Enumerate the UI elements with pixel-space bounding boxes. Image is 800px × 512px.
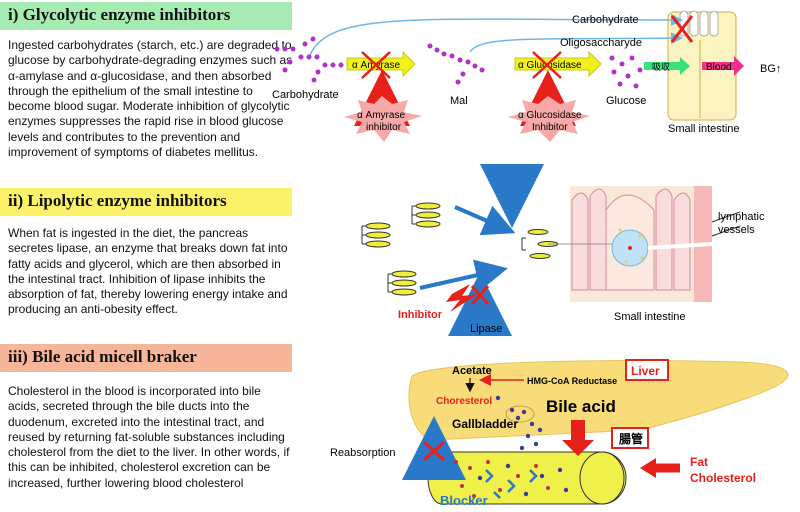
label-maltose: Mal	[450, 95, 468, 107]
block-x-icon	[422, 440, 446, 462]
label-liver: Liver	[631, 364, 660, 378]
label-lipase-bottom: Lipase	[470, 323, 502, 335]
label-acetate: Acetate	[452, 365, 492, 377]
glucosidase-inhibitor-burst: α Glucosidase Inhibitor	[508, 96, 590, 142]
svg-text:Blood: Blood	[706, 62, 732, 73]
amylase-inhibitor-burst: α Amyrase inhibitor	[344, 96, 422, 142]
intestine-particles	[454, 460, 569, 499]
liver-label-box	[625, 359, 669, 381]
label-small-intestine-1: Small intestine	[668, 123, 740, 135]
blood-arrow: Blood	[702, 56, 744, 76]
block-x-icon	[670, 15, 694, 43]
label-gallbladder: Gallbladder	[452, 417, 518, 431]
section-1-title: i) Glycolytic enzyme inhibitors	[0, 2, 292, 30]
fat-molecule-icon	[361, 202, 559, 296]
label-cholesterol-in: Cholesterol	[690, 471, 756, 485]
bile-dots-icon	[495, 395, 543, 451]
amylase-arrow: α Amyrase	[346, 50, 416, 79]
svg-text:α Amyrase: α Amyrase	[357, 110, 405, 121]
lightning-icon	[446, 284, 478, 312]
label-inhibitor: Inhibitor	[398, 309, 443, 321]
section-3-title: iii) Bile acid micell braker	[0, 344, 292, 372]
absorption-arrow: 吸収	[644, 57, 690, 75]
glucosidase-arrow: α Glucosidase	[514, 50, 602, 79]
svg-text:α Glucosidase: α Glucosidase	[518, 110, 582, 121]
label-blocker: Blocker	[440, 493, 488, 508]
label-lipase-top: Lipase	[501, 178, 533, 190]
label-reabsorption: Reabsorption	[330, 447, 395, 459]
label-carbohydrate: Carbohydrate	[272, 89, 339, 101]
diagram-bile-acid: Acetate HMG-CoA Reductase Liver Choreste…	[330, 359, 789, 508]
label-intestine-jp: 腸管	[619, 431, 643, 446]
glucose-dots-icon	[609, 55, 643, 89]
section-1-body: Ingested carbohydrates (starch, etc.) ar…	[8, 38, 293, 160]
svg-text:Inhibitor: Inhibitor	[532, 122, 568, 133]
svg-text:吸収: 吸収	[652, 61, 670, 72]
intestine-label-box	[611, 427, 649, 449]
block-x-icon	[470, 285, 490, 305]
label-carbohydrate-top: Carbohydrate	[572, 14, 639, 26]
villi-illustration	[548, 186, 741, 302]
maltose-molecule-icon	[427, 43, 485, 85]
label-cholesterol: Choresterol	[436, 396, 492, 407]
section-3-body: Cholesterol in the blood is incorporated…	[8, 384, 290, 490]
gallbladder-shape	[505, 405, 535, 423]
section-2-title: ii) Lipolytic enzyme inhibitors	[0, 188, 292, 216]
label-oligosaccharide: Oligosaccharyde	[560, 37, 642, 49]
label-bile-acid: Bile acid	[546, 397, 616, 416]
label-lymphatic-2: vessels	[718, 224, 755, 236]
label-glucose: Glucose	[606, 95, 646, 107]
label-bg: BG↑	[760, 63, 781, 75]
label-small-intestine-2: Small intestine	[614, 311, 686, 323]
svg-text:α Glucosidase: α Glucosidase	[518, 60, 582, 71]
label-hmg: HMG-CoA Reductase	[527, 376, 617, 386]
section-2-body: When fat is ingested in the diet, the pa…	[8, 226, 288, 317]
diagram-lipolytic: Lipase Inhibitor Lipase	[361, 164, 765, 336]
label-lymphatic-1: lymphatic	[718, 211, 765, 223]
carbohydrate-molecule-icon	[274, 36, 344, 83]
diagram-glycolytic: Carbohydrate Oligosaccharyde Carbohydrat…	[272, 10, 781, 142]
label-fat: Fat	[690, 455, 708, 469]
svg-text:inhibitor: inhibitor	[366, 122, 402, 133]
